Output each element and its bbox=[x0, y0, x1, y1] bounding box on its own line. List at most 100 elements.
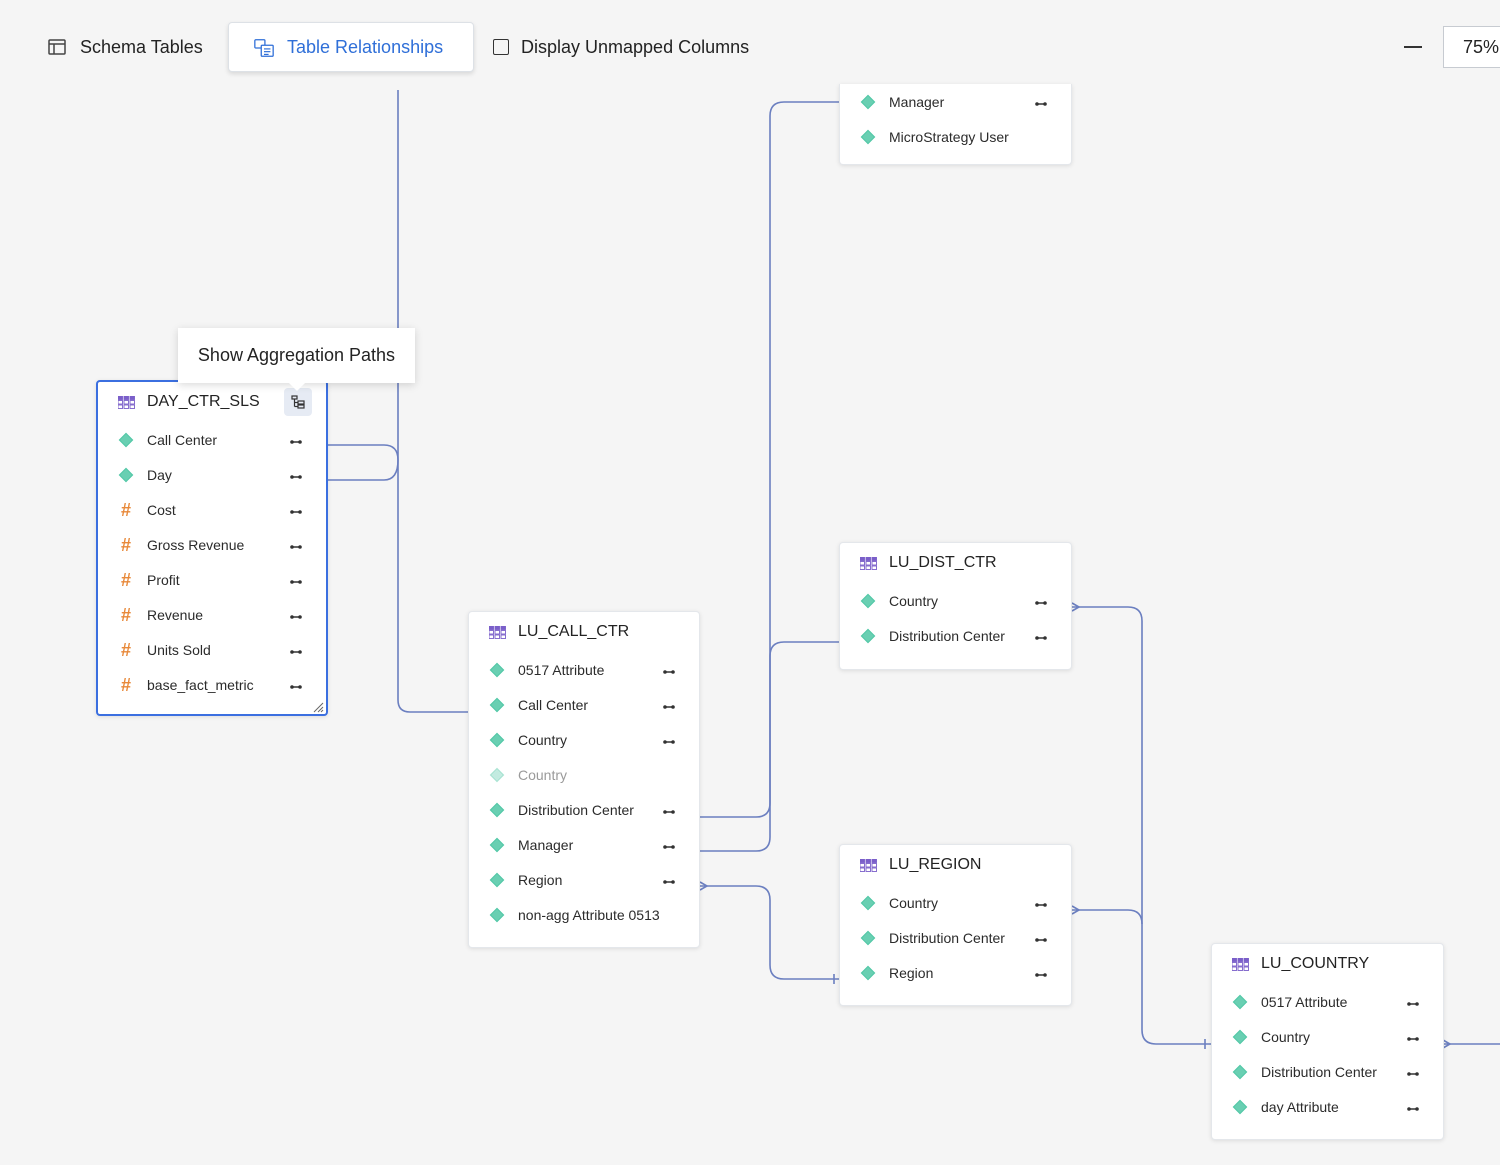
table-name: LU_DIST_CTR bbox=[889, 554, 997, 571]
column-name: Country bbox=[518, 766, 568, 783]
mapping-link-icon[interactable] bbox=[290, 469, 302, 479]
column-name: Call Center bbox=[147, 431, 218, 448]
mapping-link-icon[interactable] bbox=[1035, 595, 1047, 605]
mapping-link-icon[interactable] bbox=[1035, 932, 1047, 942]
column-name: Country bbox=[518, 731, 568, 748]
attribute-icon bbox=[489, 732, 505, 748]
mapping-link-icon[interactable] bbox=[1407, 1031, 1419, 1041]
table-column-row[interactable]: Manager bbox=[469, 827, 699, 862]
table-column-row[interactable]: Call Center bbox=[469, 687, 699, 722]
tab-schema-tables[interactable]: Schema Tables bbox=[30, 22, 219, 72]
table-column-row[interactable]: Region bbox=[469, 862, 699, 897]
aggregation-paths-tooltip: Show Aggregation Paths bbox=[178, 328, 415, 391]
show-aggregation-paths-button[interactable] bbox=[284, 388, 312, 416]
table-column-row[interactable]: Manager bbox=[840, 84, 1071, 119]
table-column-row[interactable]: Country bbox=[469, 722, 699, 757]
table-column-row[interactable]: Country bbox=[840, 885, 1071, 920]
table-column-row[interactable]: Distribution Center bbox=[840, 920, 1071, 955]
column-name: Distribution Center bbox=[1261, 1063, 1377, 1080]
table-icon bbox=[489, 625, 506, 639]
attribute-icon bbox=[860, 593, 876, 609]
mapping-link-icon[interactable] bbox=[290, 679, 302, 689]
table-column-row[interactable]: Day bbox=[98, 457, 326, 492]
table-column-row[interactable]: #Profit bbox=[98, 562, 326, 597]
table-column-row[interactable]: Distribution Center bbox=[1212, 1054, 1443, 1089]
attribute-icon bbox=[489, 802, 505, 818]
mapping-link-icon[interactable] bbox=[1035, 96, 1047, 106]
table-card-header: LU_DIST_CTR bbox=[840, 543, 1071, 583]
table-column-row[interactable]: #Revenue bbox=[98, 597, 326, 632]
table-column-row[interactable]: Distribution Center bbox=[469, 792, 699, 827]
mapping-link-icon[interactable] bbox=[1407, 1066, 1419, 1076]
table-column-row[interactable]: Country bbox=[469, 757, 699, 792]
table-column-row[interactable]: 0517 Attribute bbox=[469, 652, 699, 687]
column-name: MicroStrategy User bbox=[889, 128, 1009, 145]
column-name: Distribution Center bbox=[889, 929, 1005, 946]
mapping-link-icon[interactable] bbox=[290, 644, 302, 654]
mapping-link-icon[interactable] bbox=[663, 839, 675, 849]
attribute-icon bbox=[118, 432, 134, 448]
column-name: Region bbox=[889, 964, 934, 981]
mapping-link-icon[interactable] bbox=[663, 804, 675, 814]
mapping-link-icon[interactable] bbox=[663, 699, 675, 709]
display-unmapped-columns-toggle[interactable]: Display Unmapped Columns bbox=[493, 22, 749, 72]
table-column-row[interactable]: non-agg Attribute 0513 bbox=[469, 897, 699, 932]
column-name: Profit bbox=[147, 571, 180, 588]
crow-foot-country bbox=[1442, 1039, 1452, 1049]
table-column-row[interactable]: 0517 Attribute bbox=[1212, 984, 1443, 1019]
mapping-link-icon[interactable] bbox=[290, 574, 302, 584]
mapping-link-icon[interactable] bbox=[290, 609, 302, 619]
column-name: Units Sold bbox=[147, 641, 211, 658]
table-column-row[interactable]: day Attribute bbox=[1212, 1089, 1443, 1124]
mapping-link-icon[interactable] bbox=[663, 734, 675, 744]
table-column-row[interactable]: Country bbox=[1212, 1019, 1443, 1054]
fact-icon: # bbox=[120, 674, 131, 695]
table-grid-icon bbox=[46, 36, 68, 58]
table-column-row[interactable]: Country bbox=[840, 583, 1071, 618]
tab-table-relationships[interactable]: Table Relationships bbox=[228, 22, 474, 72]
table-column-row[interactable]: #base_fact_metric bbox=[98, 667, 326, 702]
mapping-link-icon[interactable] bbox=[663, 664, 675, 674]
tab-table-relationships-label: Table Relationships bbox=[287, 36, 444, 57]
attribute-icon bbox=[489, 662, 505, 678]
table-column-row[interactable]: #Gross Revenue bbox=[98, 527, 326, 562]
attribute-icon bbox=[489, 907, 505, 923]
mapping-link-icon[interactable] bbox=[290, 434, 302, 444]
column-name: Day bbox=[147, 466, 172, 483]
table-column-row[interactable]: Region bbox=[840, 955, 1071, 990]
mapping-link-icon[interactable] bbox=[1407, 996, 1419, 1006]
column-name: Manager bbox=[518, 836, 574, 853]
attribute-icon bbox=[860, 94, 876, 110]
mapping-link-icon[interactable] bbox=[1035, 630, 1047, 640]
mapping-link-icon[interactable] bbox=[1407, 1101, 1419, 1111]
mapping-link-icon[interactable] bbox=[663, 874, 675, 884]
mapping-link-icon[interactable] bbox=[1035, 967, 1047, 977]
mapping-link-icon[interactable] bbox=[290, 504, 302, 514]
attribute-icon bbox=[1232, 994, 1248, 1010]
mapping-link-icon[interactable] bbox=[290, 539, 302, 549]
display-unmapped-checkbox[interactable] bbox=[493, 39, 509, 55]
column-name: 0517 Attribute bbox=[518, 661, 605, 678]
resize-handle[interactable] bbox=[312, 700, 324, 713]
table-column-row[interactable]: Distribution Center bbox=[840, 618, 1071, 653]
table-column-row[interactable]: #Cost bbox=[98, 492, 326, 527]
attribute-icon bbox=[860, 895, 876, 911]
mapping-link-icon[interactable] bbox=[1035, 897, 1047, 907]
zoom-out-button[interactable] bbox=[1400, 36, 1426, 58]
table-icon bbox=[118, 395, 135, 409]
zoom-level-field[interactable]: 75% bbox=[1443, 26, 1500, 68]
tab-schema-tables-label: Schema Tables bbox=[80, 36, 203, 57]
table-column-row[interactable]: MicroStrategy User bbox=[840, 119, 1071, 154]
attribute-icon bbox=[489, 697, 505, 713]
column-name: Distribution Center bbox=[518, 801, 634, 818]
table-column-row[interactable]: #Units Sold bbox=[98, 632, 326, 667]
table-column-row[interactable]: Call Center bbox=[98, 422, 326, 457]
